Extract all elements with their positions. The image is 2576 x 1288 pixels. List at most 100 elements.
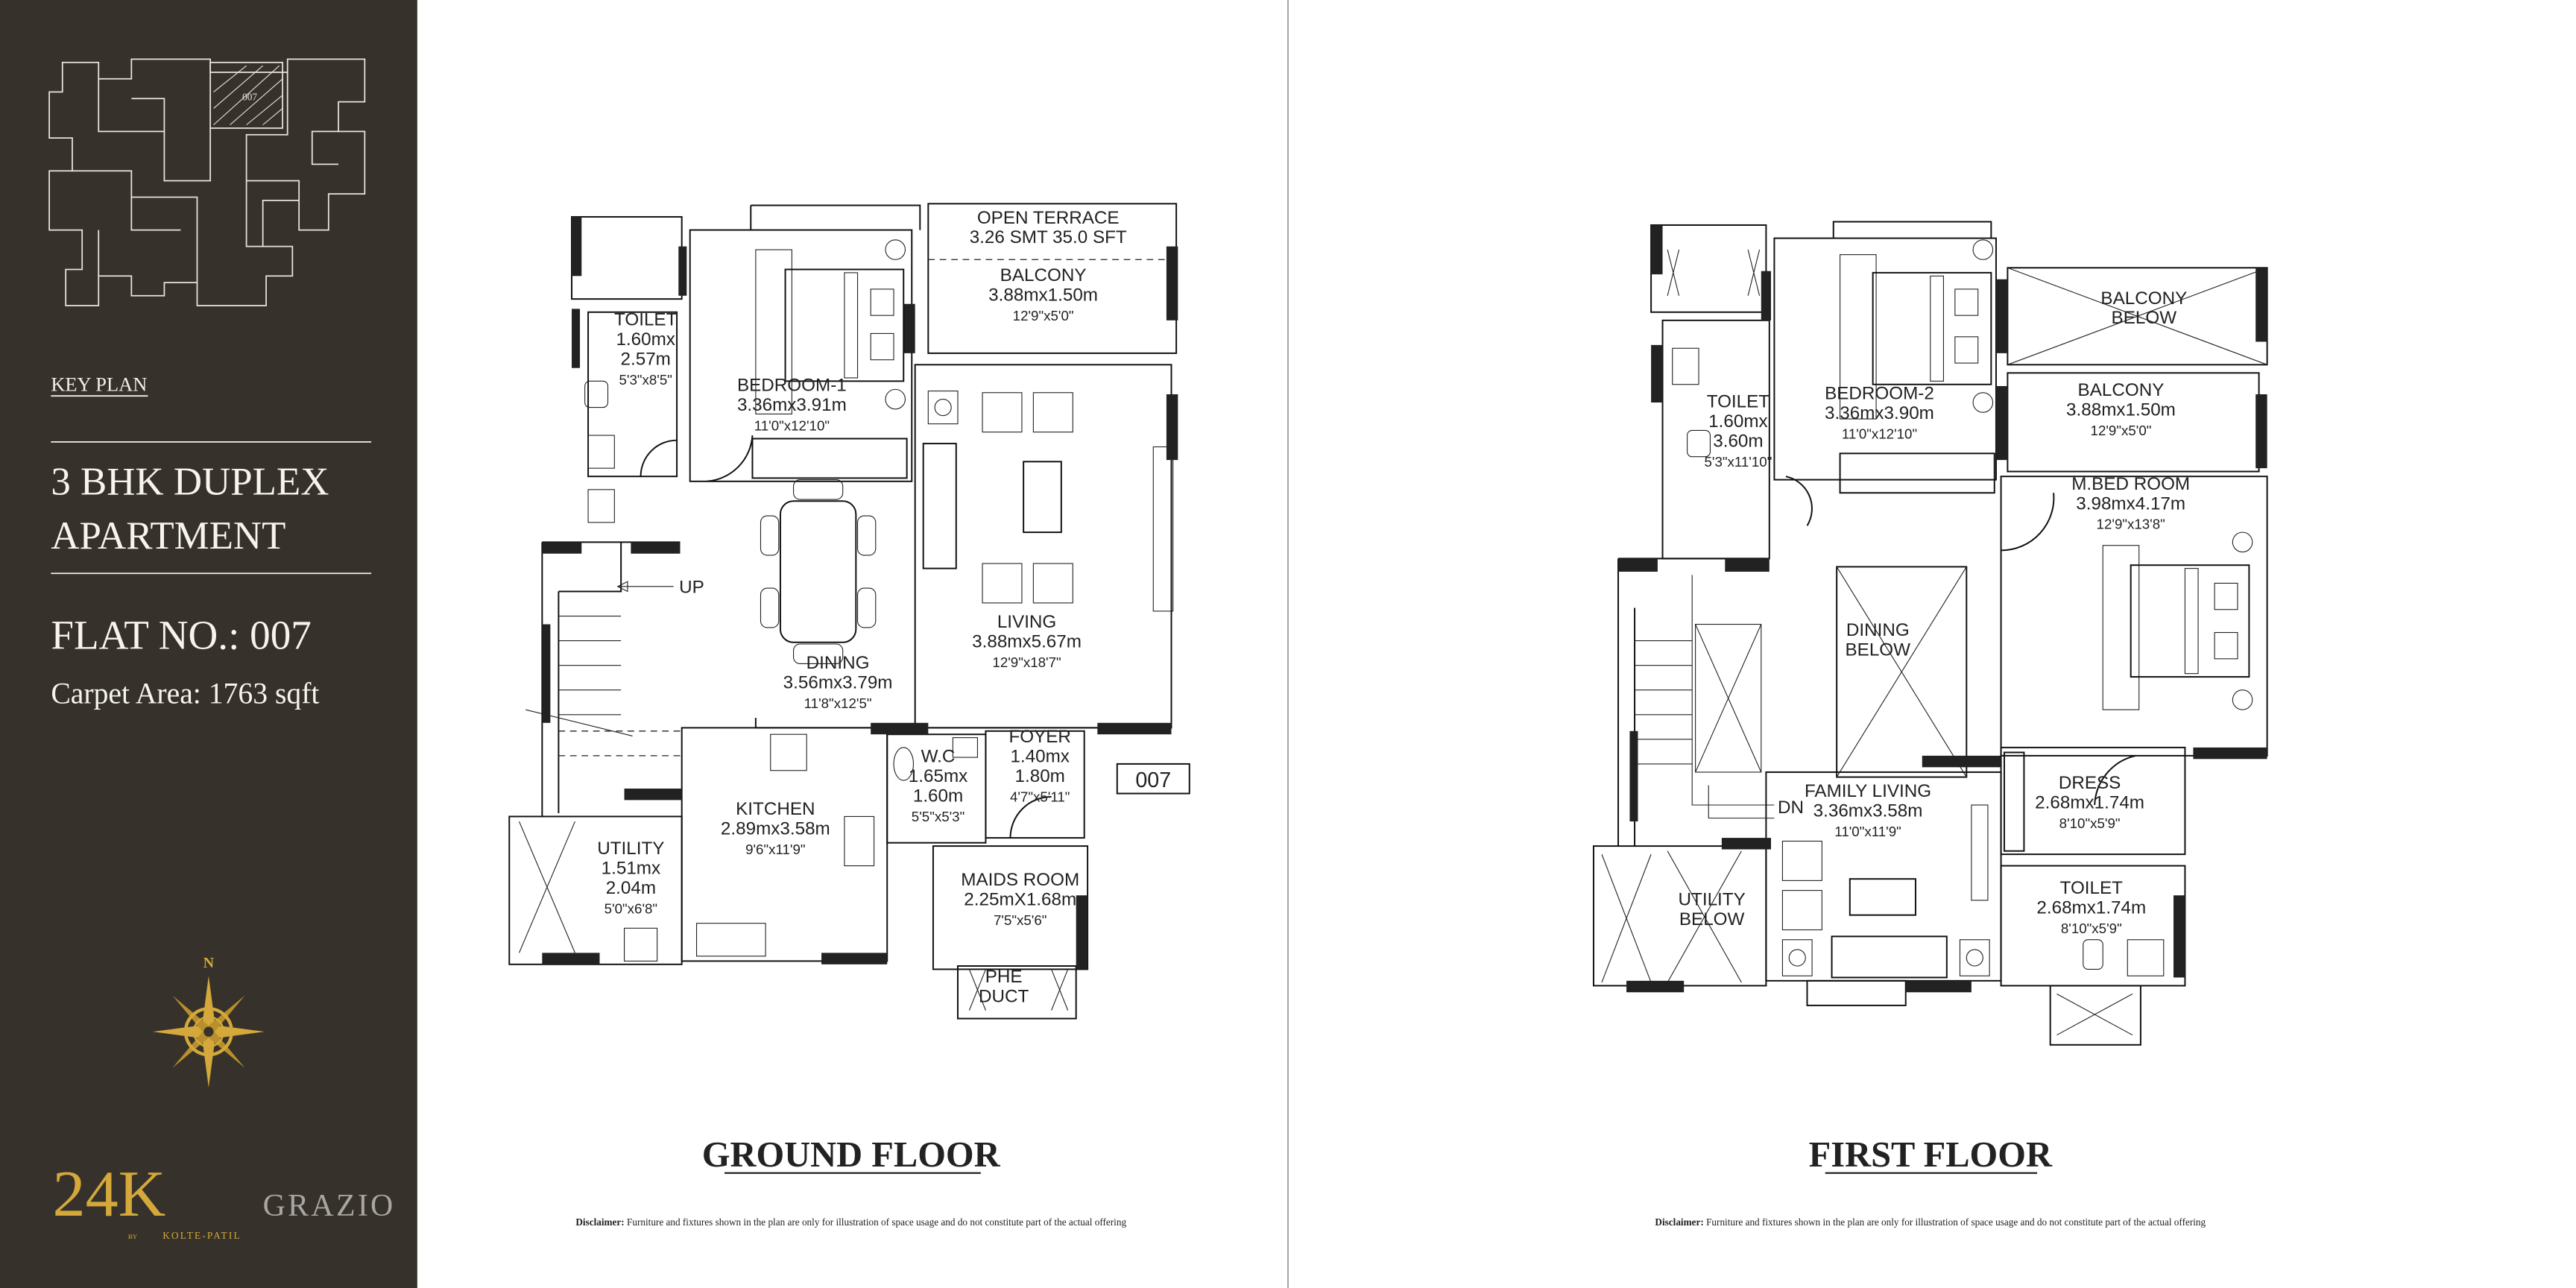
room-name-label: LIVING: [997, 612, 1056, 632]
dress-wardrobe: [2003, 751, 2025, 852]
room-dimension-label: 4'7"x5'11": [1010, 789, 1070, 805]
room-name-label: TOILET: [1707, 392, 1770, 412]
room-name-label: OPEN TERRACE: [977, 208, 1120, 228]
key-plan-map: 007: [48, 58, 366, 306]
room-dimension-label: 3.88mx1.50m: [2066, 400, 2176, 420]
wardrobe: [1839, 452, 1995, 494]
room-name-label: FOYER: [1008, 727, 1070, 747]
bed: [1872, 271, 1992, 385]
room-dimension-label: 3.60m: [1713, 432, 1763, 452]
room-dimension-label: 2.68mx1.74m: [2036, 897, 2146, 918]
door-swing: [1009, 795, 1052, 839]
logo-name: GRAZIO: [263, 1189, 396, 1223]
stair-up-arrow: [525, 581, 674, 736]
room-dimension-label: 11'0"x11'9": [1834, 824, 1901, 839]
room-name-label: FAMILY LIVING: [1805, 781, 1931, 801]
stair-down-arrow: [1708, 785, 1775, 819]
room-name-label: BALCONY: [1000, 265, 1087, 285]
room-name-label: UTILITY: [1679, 889, 1746, 909]
room-dimension-label: DUCT: [979, 986, 1029, 1006]
hob: [844, 815, 875, 867]
room-dimension-label: 12'9"x18'7": [992, 654, 1061, 670]
room-dimension-label: 5'5"x5'3": [912, 809, 965, 824]
room-dimension-label: 2.89mx3.58m: [721, 819, 830, 839]
room-name-label: DINING: [1846, 620, 1910, 640]
room-dimension-label: BELOW: [1679, 909, 1745, 929]
room-name-label: BALCONY: [2100, 288, 2187, 309]
sidebar: 007 KEY PLAN 3 BHK DUPLEX APARTMENT FLAT…: [0, 0, 417, 1288]
room-dimension-label: 3.36mx3.91m: [737, 395, 847, 415]
disclaimer-label: Disclaimer:: [575, 1216, 624, 1228]
first-floor-walls: [1592, 221, 2268, 1046]
room-dimension-label: 1.60mx: [616, 329, 675, 350]
room-dimension-label: 5'0"x6'8": [604, 900, 657, 916]
sink: [695, 923, 766, 957]
room-name-label: TOILET: [2060, 878, 2124, 898]
room-dimension-label: 8'10"x5'9": [2059, 815, 2121, 831]
room-dimension-label: 3.98mx4.17m: [2076, 493, 2185, 514]
flat-tag: 007: [1135, 768, 1171, 792]
bed: [784, 268, 905, 382]
room-dimension-label: 11'0"x12'10": [1842, 426, 1917, 441]
room-dimension-label: BELOW: [1845, 640, 1910, 660]
master-bed: [2130, 564, 2250, 678]
room-dimension-label: 12'9"x5'0": [2091, 423, 2152, 438]
disclaimer-label: Disclaimer:: [1655, 1216, 1703, 1228]
door-swing: [1785, 476, 2136, 806]
key-plan-flat-label: 007: [242, 91, 257, 102]
room-name-label: DRESS: [2059, 773, 2121, 793]
disclaimer-text: Furniture and fixtures shown in the plan…: [1706, 1216, 2206, 1228]
coffee-table: [1023, 461, 1062, 534]
room-dimension-label: 11'0"x12'10": [754, 417, 830, 433]
ground-floor-title: GROUND FLOOR: [702, 1135, 1001, 1175]
first-floor-plan: DN BALCONYBELOWTOILET1.60mx3.60m5'3"x11'…: [1592, 221, 2268, 1228]
sofa: [1831, 935, 1948, 979]
room-dimension-label: 3.26 SMT 35.0 SFT: [970, 227, 1127, 247]
room-name-label: UTILITY: [597, 839, 664, 859]
room-dimension-label: 2.04m: [606, 878, 656, 898]
wardrobe: [751, 438, 908, 479]
first-floor-disclaimer: Disclaimer: Furniture and fixtures shown…: [1655, 1216, 2206, 1228]
apartment-type-line2: APARTMENT: [51, 514, 285, 558]
sofa: [922, 443, 957, 569]
first-floor-room-labels: BALCONYBELOWTOILET1.60mx3.60m5'3"x11'10"…: [1679, 288, 2191, 936]
room-dimension-label: 11'8"x12'5": [804, 695, 872, 711]
dining-table: [779, 500, 857, 643]
carpet-area: Carpet Area: 1763 sqft: [51, 677, 319, 710]
compass-icon: N: [152, 955, 265, 1088]
ground-floor-walls: [508, 203, 1190, 1020]
first-floor-title: FIRST FLOOR: [1809, 1135, 2053, 1175]
logo-mark: 24K: [53, 1158, 166, 1231]
room-name-label: PHE: [985, 967, 1023, 987]
room-name-label: BEDROOM-2: [1825, 384, 1934, 404]
room-dimension-label: 1.65mx: [909, 766, 967, 786]
room-dimension-label: 3.88mx5.67m: [972, 631, 1082, 651]
room-dimension-label: 3.88mx1.50m: [988, 285, 1098, 305]
ground-floor-disclaimer: Disclaimer: Furniture and fixtures shown…: [575, 1216, 1126, 1228]
door-swing: [640, 435, 754, 482]
room-name-label: BEDROOM-1: [737, 376, 847, 396]
apartment-type-line1: 3 BHK DUPLEX: [51, 460, 329, 503]
fridge: [770, 733, 807, 771]
room-name-label: DINING: [806, 653, 870, 673]
brand-logo: 24K GRAZIO BY KOLTE-PATIL: [53, 1158, 396, 1241]
room-dimension-label: 2.68mx1.74m: [2035, 792, 2144, 812]
logo-developer: KOLTE-PATIL: [162, 1230, 242, 1241]
room-dimension-label: 2.57m: [621, 349, 671, 369]
room-dimension-label: 1.80m: [1015, 766, 1065, 786]
room-dimension-label: 2.25mX1.68m: [964, 889, 1076, 909]
key-plan-label: KEY PLAN: [51, 373, 147, 396]
tv-unit: [1152, 446, 1174, 612]
flat-number: FLAT NO.: 007: [51, 613, 311, 658]
stair-down-label: DN: [1778, 798, 1804, 818]
room-dimension-label: BELOW: [2112, 308, 2177, 328]
flat-tag-box: [1116, 763, 1190, 795]
coffee-table: [1849, 878, 1916, 916]
room-dimension-label: 3.56mx3.79m: [783, 673, 893, 693]
room-dimension-label: 3.36mx3.90m: [1825, 403, 1934, 423]
room-name-label: MAIDS ROOM: [961, 870, 1079, 890]
room-dimension-label: 1.60m: [913, 786, 963, 806]
ground-floor-furniture: [584, 239, 1174, 962]
